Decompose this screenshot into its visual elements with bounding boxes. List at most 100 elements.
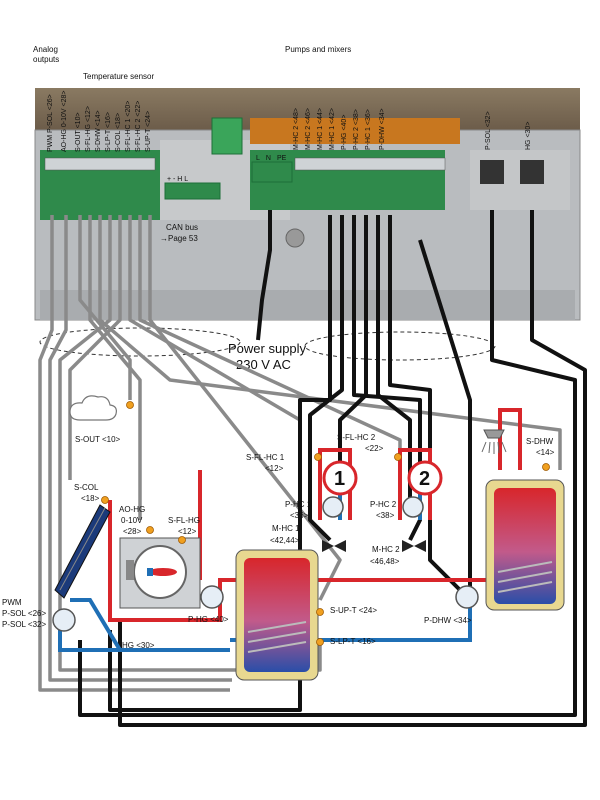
label-s-dhw: S-DHW bbox=[526, 437, 554, 446]
right-terminal-labels: M-HC 2 <48> M-HC 2 <46> M-HC 1 <44> M-HC… bbox=[293, 108, 532, 150]
label-m-hc1-terminal: <42,44> bbox=[270, 536, 300, 545]
sensor-ao-hg bbox=[146, 526, 154, 534]
label-p-hc1-terminal: <36> bbox=[290, 511, 309, 520]
label-s-fl-hc2-terminal: <22> bbox=[365, 444, 384, 453]
heating-circuit-2: 2 bbox=[407, 460, 443, 496]
pump-p-sol bbox=[52, 608, 76, 632]
heating-circuit-2-number: 2 bbox=[419, 468, 430, 490]
sensor-s-up-t bbox=[316, 608, 324, 616]
terminal-p-hc1-36: P-HC 1 <36> bbox=[365, 109, 372, 150]
terminal-p-hg-40: P-HG <40> bbox=[341, 115, 348, 150]
sensor-s-fl-hc2 bbox=[394, 453, 402, 461]
terminal-p-dhw-34: P-DHW <34> bbox=[379, 108, 386, 150]
heat-generator bbox=[119, 537, 201, 609]
label-ao-hg: AO-HG bbox=[119, 505, 145, 514]
label-m-hc2: M-HC 2 bbox=[372, 545, 400, 554]
label-s-col-terminal: <18> bbox=[81, 494, 100, 503]
label-p-hc2: P-HC 2 bbox=[370, 500, 397, 509]
label-s-fl-hg-terminal: <12> bbox=[178, 527, 197, 536]
label-p-sol-32: P-SOL <32> bbox=[2, 620, 47, 629]
label-ao-hg-terminal: <28> bbox=[123, 527, 142, 536]
terminal-m-hc1-42: M-HC 1 <42> bbox=[329, 108, 336, 150]
solar-collector bbox=[54, 504, 111, 599]
label-s-out: S-OUT <10> bbox=[75, 435, 121, 444]
terminal-s-fl-hc2: S-FL-HC 2 <22> bbox=[135, 101, 142, 152]
mixer-m-hc1 bbox=[322, 540, 334, 552]
can-terminal-block bbox=[164, 182, 221, 200]
mixing-valves bbox=[322, 540, 426, 552]
label-pwm-p-sol-26: P-SOL <26> bbox=[2, 609, 47, 618]
terminal-p-sol-32: P-SOL <32> bbox=[485, 111, 492, 150]
left-terminal-labels: PWM P-SOL <26> AO-HG 0-10V <28> S-OUT <1… bbox=[47, 91, 152, 152]
cable-bundle-outline-right bbox=[304, 331, 496, 361]
label-hg: HG <30> bbox=[122, 641, 155, 650]
relay-bank bbox=[250, 118, 460, 144]
sensor-s-fl-hc1 bbox=[314, 453, 322, 461]
terminal-pwm-p-sol: PWM P-SOL <26> bbox=[47, 94, 54, 152]
cloud-icon bbox=[69, 395, 117, 421]
analog-outputs-label-line2: outputs bbox=[33, 55, 59, 64]
terminal-m-hc2-46: M-HC 2 <46> bbox=[305, 108, 312, 150]
label-s-fl-hg: S-FL-HG bbox=[168, 516, 200, 525]
terminal-s-lp-t: S-LP-T <16> bbox=[105, 112, 112, 152]
can-bus-page-ref: →Page 53 bbox=[160, 234, 198, 243]
label-s-fl-hc1-terminal: <12> bbox=[265, 464, 284, 473]
terminal-s-up-t: S-UP-T <24> bbox=[145, 111, 152, 152]
controller-housing bbox=[34, 88, 581, 321]
flame-icon bbox=[149, 568, 177, 576]
terminal-m-hc1-44: M-HC 1 <44> bbox=[317, 108, 324, 150]
cable-gland bbox=[285, 228, 305, 248]
label-ao-hg-voltage: 0-10V bbox=[121, 516, 143, 525]
terminal-s-out: S-OUT <10> bbox=[75, 112, 82, 152]
sensor-cables bbox=[38, 215, 562, 692]
terminal-screws bbox=[44, 157, 446, 171]
sensor-s-lp-t bbox=[316, 638, 324, 646]
sensor-points bbox=[101, 401, 550, 646]
terminal-p-hc2-38: P-HC 2 <38> bbox=[353, 109, 360, 150]
sensor-s-out bbox=[126, 401, 134, 409]
power-supply-label: Power supply bbox=[228, 341, 307, 356]
pump-p-hg bbox=[200, 585, 224, 609]
label-s-fl-hc2: S-FL-HC 2 bbox=[337, 433, 376, 442]
power-voltage-label: 230 V AC bbox=[236, 357, 291, 372]
can-terminal-labels: + - H L bbox=[167, 176, 188, 183]
terminal-hg-30: HG <30> bbox=[525, 122, 532, 150]
label-s-dhw-terminal: <14> bbox=[536, 448, 555, 457]
component-labels: S-OUT <10> S-COL <18> AO-HG 0-10V <28> S… bbox=[2, 433, 555, 650]
label-s-fl-hc1: S-FL-HC 1 bbox=[246, 453, 285, 462]
label-pwm: PWM bbox=[2, 598, 22, 607]
sensor-s-fl-hg bbox=[178, 536, 186, 544]
label-p-hg: P-HG <40> bbox=[188, 615, 229, 624]
label-s-col: S-COL bbox=[74, 483, 99, 492]
terminal-s-fl-hg: S-FL-HG <12> bbox=[85, 106, 92, 152]
label-m-hc2-terminal: <46,48> bbox=[370, 557, 400, 566]
buffer-tank bbox=[235, 549, 319, 681]
pumps-and-mixers-label: Pumps and mixers bbox=[285, 45, 351, 54]
terminal-ao-hg: AO-HG 0-10V <28> bbox=[61, 91, 68, 152]
dhw-tank bbox=[485, 479, 565, 611]
pumps bbox=[52, 496, 479, 632]
terminal-s-fl-hc1: S-FL-HC 1 <20> bbox=[125, 101, 132, 152]
center-module bbox=[211, 117, 243, 155]
mixer-m-hc2 bbox=[402, 540, 414, 552]
heating-circuit-1-number: 1 bbox=[334, 468, 345, 490]
label-p-dhw: P-DHW <34> bbox=[424, 616, 472, 625]
p-sol-terminal-block bbox=[480, 160, 504, 184]
shower-head-icon bbox=[481, 429, 507, 454]
cable-bundle-outline-left bbox=[39, 327, 241, 357]
analog-outputs-label-line1: Analog bbox=[33, 45, 58, 54]
pump-p-hc1 bbox=[322, 496, 344, 518]
terminal-s-col: S-COL <18> bbox=[115, 113, 122, 152]
label-s-lp-t: S-LP-T <16> bbox=[330, 637, 376, 646]
label-m-hc1: M-HC 1 bbox=[272, 524, 300, 533]
pump-p-dhw bbox=[455, 585, 479, 609]
label-p-hc2-terminal: <38> bbox=[376, 511, 395, 520]
sensor-s-col bbox=[101, 496, 109, 504]
label-p-hc1: P-HC 1 bbox=[285, 500, 312, 509]
pump-p-hc2 bbox=[402, 496, 424, 518]
temperature-sensor-label: Temperature sensor bbox=[83, 72, 154, 81]
label-s-up-t: S-UP-T <24> bbox=[330, 606, 377, 615]
